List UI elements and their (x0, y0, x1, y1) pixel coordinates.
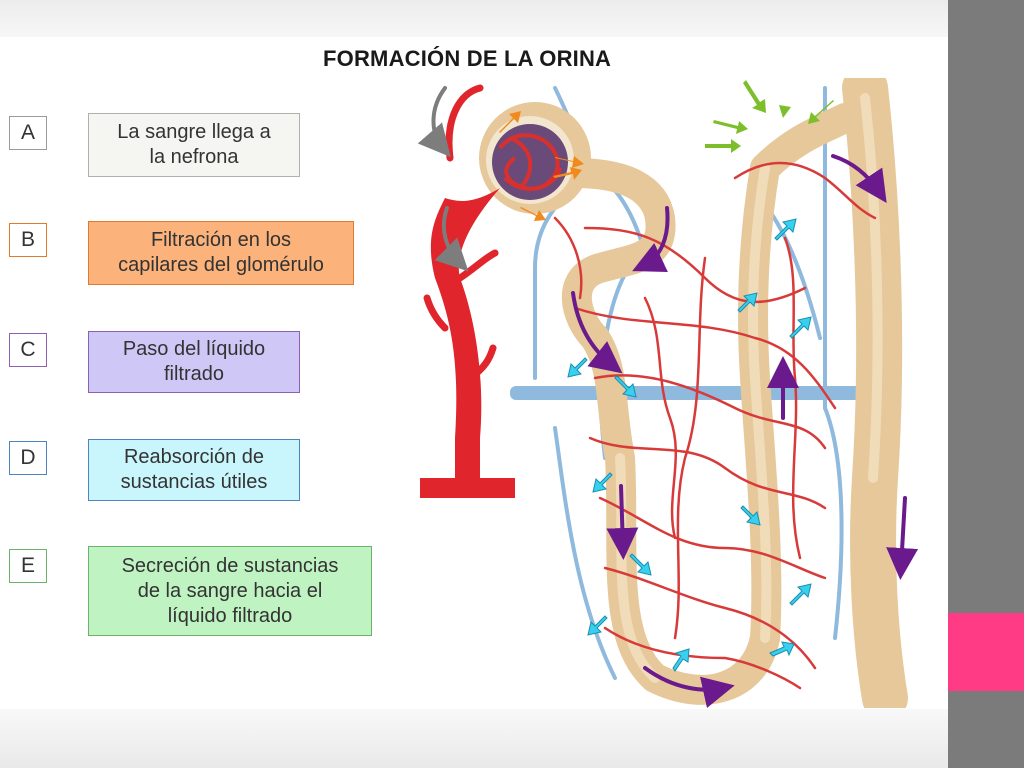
accent-block (948, 613, 1024, 691)
blood-inflow-arrows (417, 86, 469, 272)
secretion-arrows (705, 80, 834, 153)
caption-e: Secreción de sustancias de la sangre hac… (88, 546, 372, 636)
flow-arrows (571, 154, 919, 708)
letter-box-b: B (9, 223, 47, 257)
caption-a: La sangre llega a la nefrona (88, 113, 300, 177)
caption-d: Reabsorción de sustancias útiles (88, 439, 300, 501)
letter-box-a: A (9, 116, 47, 150)
nephron-diagram (417, 78, 919, 708)
capillary-network (553, 161, 877, 690)
letter-box-e: E (9, 549, 47, 583)
letter-box-d: D (9, 441, 47, 475)
artery (420, 188, 515, 498)
letter-box-c: C (9, 333, 47, 367)
caption-b: Filtración en los capilares del glomérul… (88, 221, 354, 285)
page-title: FORMACIÓN DE LA ORINA (323, 46, 612, 71)
filtration-arrows (499, 111, 584, 221)
caption-c: Paso del líquido filtrado (88, 331, 300, 393)
reabsorption-arrows (567, 218, 812, 672)
